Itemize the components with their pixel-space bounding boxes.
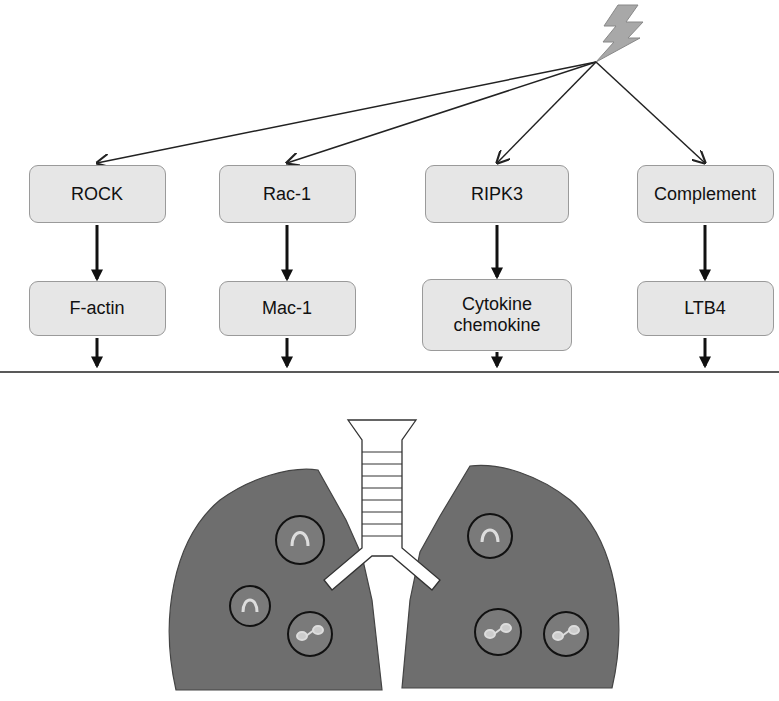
divider-line xyxy=(0,371,779,372)
stimulus-arrows xyxy=(97,62,705,163)
process-box: RIPK3 xyxy=(425,165,569,223)
lungs xyxy=(169,420,618,690)
flow-arrow xyxy=(704,225,707,279)
box-label: Rac-1 xyxy=(263,184,311,205)
process-box: Complement xyxy=(637,165,774,223)
box-label: F-actin xyxy=(69,298,124,319)
process-box: Mac-1 xyxy=(219,281,356,336)
lightning-bolt xyxy=(596,5,643,62)
process-box: Rac-1 xyxy=(219,165,356,223)
process-box: LTB4 xyxy=(637,281,774,336)
box-label: LTB4 xyxy=(684,298,726,319)
process-box: Cytokine chemokine xyxy=(422,279,572,351)
flow-arrow xyxy=(496,225,499,277)
box-label: Cytokine chemokine xyxy=(423,294,571,335)
box-label: Mac-1 xyxy=(262,298,312,319)
flow-arrow xyxy=(96,225,99,279)
process-box: F-actin xyxy=(29,281,166,336)
process-box: ROCK xyxy=(29,165,166,223)
flow-arrow xyxy=(286,225,289,279)
output-arrows xyxy=(97,338,705,366)
box-label: Complement xyxy=(654,184,756,205)
box-label: ROCK xyxy=(71,184,123,205)
box-label: RIPK3 xyxy=(471,184,523,205)
